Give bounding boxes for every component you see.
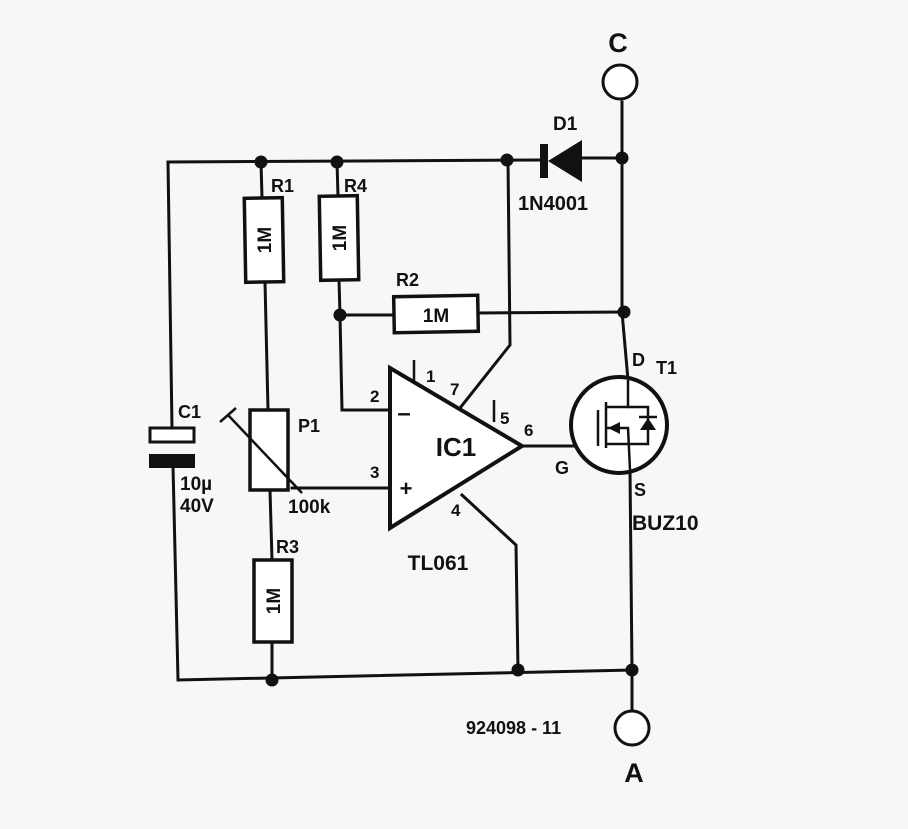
opamp-part: TL061 xyxy=(408,552,469,575)
resistor-r1-value: 1M xyxy=(255,227,276,253)
mosfet-t1 xyxy=(569,375,669,475)
opamp-noninverting-sign: + xyxy=(400,476,413,501)
terminal-a xyxy=(613,709,651,747)
opamp-pin-2: 2 xyxy=(370,387,379,406)
resistor-r4-ref: R4 xyxy=(344,176,367,196)
opamp-ref: IC1 xyxy=(436,432,476,462)
terminal-a-label: A xyxy=(624,758,644,788)
opamp-pin-5: 5 xyxy=(500,409,509,428)
mosfet-source-label: S xyxy=(634,480,646,500)
opamp-pin-4: 4 xyxy=(451,501,461,520)
resistor-r4 xyxy=(317,193,361,283)
opamp-pin-1: 1 xyxy=(426,367,435,386)
mosfet-gate-label: G xyxy=(555,458,569,478)
potentiometer-ref: P1 xyxy=(298,416,320,436)
terminal-c xyxy=(601,63,639,101)
capacitor-value: 10µ xyxy=(180,474,212,495)
opamp-ic1 xyxy=(388,360,526,532)
opamp-inverting-sign: – xyxy=(397,400,410,427)
resistor-r3-value: 1M xyxy=(264,588,285,614)
diode-ref: D1 xyxy=(553,114,578,135)
junction-dots xyxy=(254,151,639,687)
opamp-pin-7: 7 xyxy=(450,380,459,399)
terminal-c-label: C xyxy=(608,28,628,58)
diode-d1 xyxy=(540,140,582,182)
capacitor-ref: C1 xyxy=(178,402,201,422)
resistor-r3-ref: R3 xyxy=(276,537,299,557)
resistor-r1-ref: R1 xyxy=(271,176,294,196)
mosfet-drain-label: D xyxy=(632,350,645,370)
mosfet-ref: T1 xyxy=(656,358,677,378)
resistor-r3 xyxy=(252,558,294,644)
resistor-r2-ref: R2 xyxy=(396,270,419,290)
capacitor-voltage: 40V xyxy=(180,496,214,517)
resistor-r1 xyxy=(242,195,286,285)
resistor-r2 xyxy=(391,293,481,335)
opamp-pin-3: 3 xyxy=(370,463,379,482)
figure-code: 924098 - 11 xyxy=(466,718,561,738)
opamp-pin-6: 6 xyxy=(524,421,533,440)
potentiometer-value: 100k xyxy=(288,497,331,518)
resistor-r2-value: 1M xyxy=(423,306,449,327)
potentiometer-p1 xyxy=(219,407,303,494)
mosfet-part: BUZ10 xyxy=(632,512,699,535)
diode-part: 1N4001 xyxy=(518,193,588,215)
resistor-r4-value: 1M xyxy=(330,225,351,251)
capacitor-c1 xyxy=(148,426,196,468)
